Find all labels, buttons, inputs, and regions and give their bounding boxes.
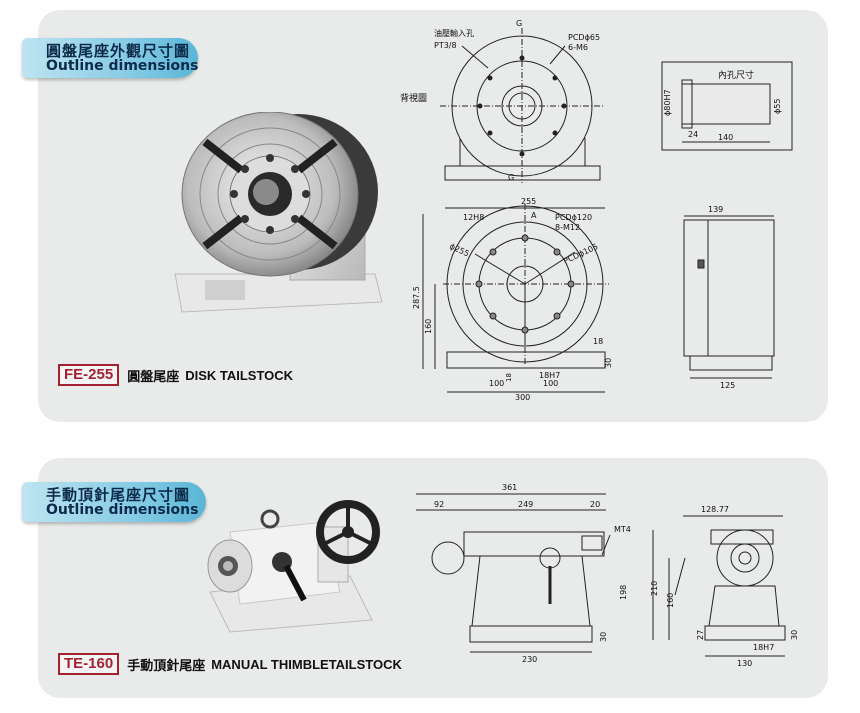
front-base-h: 30 (604, 358, 613, 368)
manual-right: 20 (590, 500, 600, 509)
front-view-drawing: 255 12H8 A PCDϕ120 8-M12 PCDϕ105 ϕ255 28… (412, 197, 613, 402)
manual-side-base-w: 130 (737, 659, 752, 668)
front-key: 18 (593, 337, 603, 346)
front-height: 287.5 (412, 286, 421, 309)
model-label-fe255: FE-255 圓盤尾座 DISK TAILSTOCK (58, 364, 294, 386)
manual-base-w: 230 (522, 655, 537, 664)
section-heading-manual-tailstock: 手動頂針尾座尺寸圖 Outline dimensions (22, 482, 206, 522)
model-label-te160: TE-160 手動頂針尾座 MANUAL THIMBLETAILSTOCK (58, 653, 402, 675)
bore-dimension-drawing: 內孔尺寸 ϕ80H7 ϕ55 24 140 (661, 61, 793, 151)
bore-step: 24 (688, 130, 698, 139)
back-view-title: 背視圖 (400, 92, 427, 104)
disk-tailstock-photo (174, 112, 383, 313)
manual-height: 198 (619, 585, 628, 600)
front-pcd: PCDϕ120 (555, 213, 592, 222)
back-pcd-label: PCDϕ65 (568, 33, 600, 42)
model-code: FE-255 (58, 364, 120, 386)
front-b2: 100 (543, 379, 558, 388)
front-b1: 100 (489, 379, 504, 388)
oil-inlet-label: 油壓輸入孔 (434, 28, 474, 38)
manual-tailstock-photo (207, 500, 380, 633)
side-depth: 139 (708, 205, 723, 214)
bore-d-inner: ϕ55 (773, 99, 782, 114)
manual-side-base-h: 27 (696, 630, 705, 640)
manual-side-center: 160 (666, 593, 675, 608)
manual-mid: 249 (518, 500, 533, 509)
back-view-drawing: 背視圖 油壓輸入孔 PT3/8 PCDϕ65 6-M6 G G (400, 19, 605, 183)
manual-taper: MT4 (614, 525, 631, 534)
section-heading-en: Outline dimensions (46, 58, 199, 74)
front-center-h: 160 (424, 319, 433, 334)
section-heading-zh: 圓盤尾座外觀尺寸圖 (46, 42, 191, 60)
manual-side-key-slot: 18H7 (753, 643, 774, 652)
front-holes: 8-M12 (555, 223, 580, 232)
front-pcd2: PCDϕ105 (562, 242, 599, 266)
manual-left: 92 (434, 500, 444, 509)
side-view-drawing: 139 125 (683, 205, 775, 390)
manual-side-base-h2: 30 (790, 630, 799, 640)
model-name-en: DISK TAILSTOCK (185, 367, 294, 383)
bore-length: 140 (718, 133, 733, 142)
manual-front-view-drawing: 361 92 249 20 MT4 198 30 230 (416, 483, 631, 664)
model-code: TE-160 (58, 653, 120, 675)
manual-total: 361 (502, 483, 517, 492)
manual-side-view-drawing: 128.77 210 160 27 30 18H7 130 (650, 505, 799, 668)
side-base: 125 (720, 381, 735, 390)
manual-side-top: 128.77 (701, 505, 729, 514)
model-name-zh: 圓盤尾座 (127, 369, 180, 385)
bore-d-outer: ϕ80H7 (663, 89, 672, 116)
manual-side-height: 210 (650, 581, 659, 596)
manual-base-h: 30 (599, 632, 608, 642)
section-heading-disk-tailstock: 圓盤尾座外觀尺寸圖 Outline dimensions (22, 38, 198, 78)
front-slot: 12H8 (463, 213, 484, 222)
front-width-top: 255 (521, 197, 536, 206)
section-heading-en: Outline dimensions (46, 502, 199, 518)
section-heading-zh: 手動頂針尾座尺寸圖 (46, 486, 191, 504)
front-key-slot: 18H7 (539, 371, 560, 380)
front-b-total: 300 (515, 393, 530, 402)
front-dia: ϕ255 (448, 242, 470, 259)
g-top-label: G (516, 19, 522, 28)
g-bottom-label: G (508, 173, 514, 182)
back-holes-label: 6-M6 (568, 43, 588, 52)
front-small: 18 (505, 373, 513, 382)
front-mark-a: A (531, 211, 537, 220)
model-name-en: MANUAL THIMBLETAILSTOCK (211, 656, 402, 672)
oil-thread-label: PT3/8 (434, 41, 457, 50)
model-name-zh: 手動頂針尾座 (127, 658, 206, 674)
bore-title: 內孔尺寸 (718, 69, 754, 81)
